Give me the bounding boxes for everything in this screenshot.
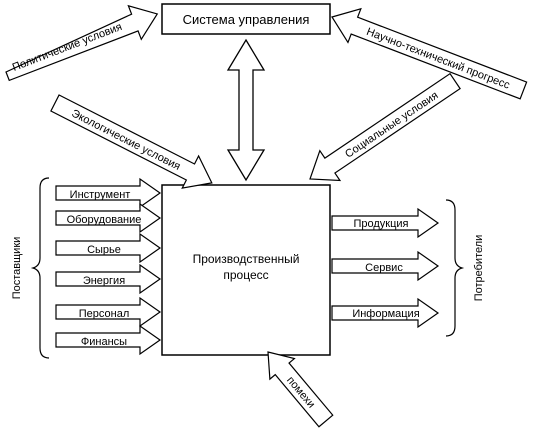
production-process-box <box>161 184 331 356</box>
input-arrow-raw-materials: Сырье <box>55 232 162 264</box>
social-conditions-label: Социальные условия <box>343 89 440 160</box>
input-label-energy: Энергия <box>83 275 125 287</box>
input-arrow-energy: Энергия <box>55 263 162 295</box>
control-feedback-double-arrow <box>226 38 266 182</box>
output-label-information: Информация <box>352 308 419 320</box>
ecological-conditions-label: Экологические условия <box>69 108 182 173</box>
ecological-conditions-arrow: Экологические условия <box>50 94 213 189</box>
consumers-label: Потребители <box>473 235 485 302</box>
consumers-brace <box>445 199 465 337</box>
production-process-label-1: Производственный <box>193 252 300 266</box>
input-arrow-personnel: Персонал <box>55 296 162 328</box>
input-label-raw-materials: Сырье <box>87 244 121 256</box>
suppliers-label: Поставщики <box>11 237 23 300</box>
input-arrow-equipment: Оборудование <box>55 202 162 234</box>
output-label-service: Сервис <box>365 262 403 274</box>
input-label-finance: Финансы <box>81 336 127 348</box>
input-label-instrument: Инструмент <box>70 189 131 201</box>
input-arrow-finance: Финансы <box>55 324 162 356</box>
input-label-equipment: Оборудование <box>67 214 142 226</box>
control-system-label: Система управления <box>183 12 310 27</box>
production-process-label-2: процесс <box>223 268 268 282</box>
output-label-products: Продукция <box>353 218 408 230</box>
political-conditions-arrow: Политические условия <box>5 4 159 82</box>
output-arrow-information: Информация <box>331 297 440 329</box>
interference-arrow: помехи <box>267 351 334 428</box>
social-conditions-arrow: Социальные условия <box>309 72 461 182</box>
output-arrow-service: Сервис <box>331 250 440 282</box>
suppliers-brace <box>30 177 50 359</box>
input-arrow-instrument: Инструмент <box>55 177 162 209</box>
output-arrow-products: Продукция <box>331 207 440 239</box>
control-system-box <box>161 3 331 35</box>
political-conditions-label: Политические условия <box>11 21 124 74</box>
input-label-personnel: Персонал <box>79 308 130 320</box>
